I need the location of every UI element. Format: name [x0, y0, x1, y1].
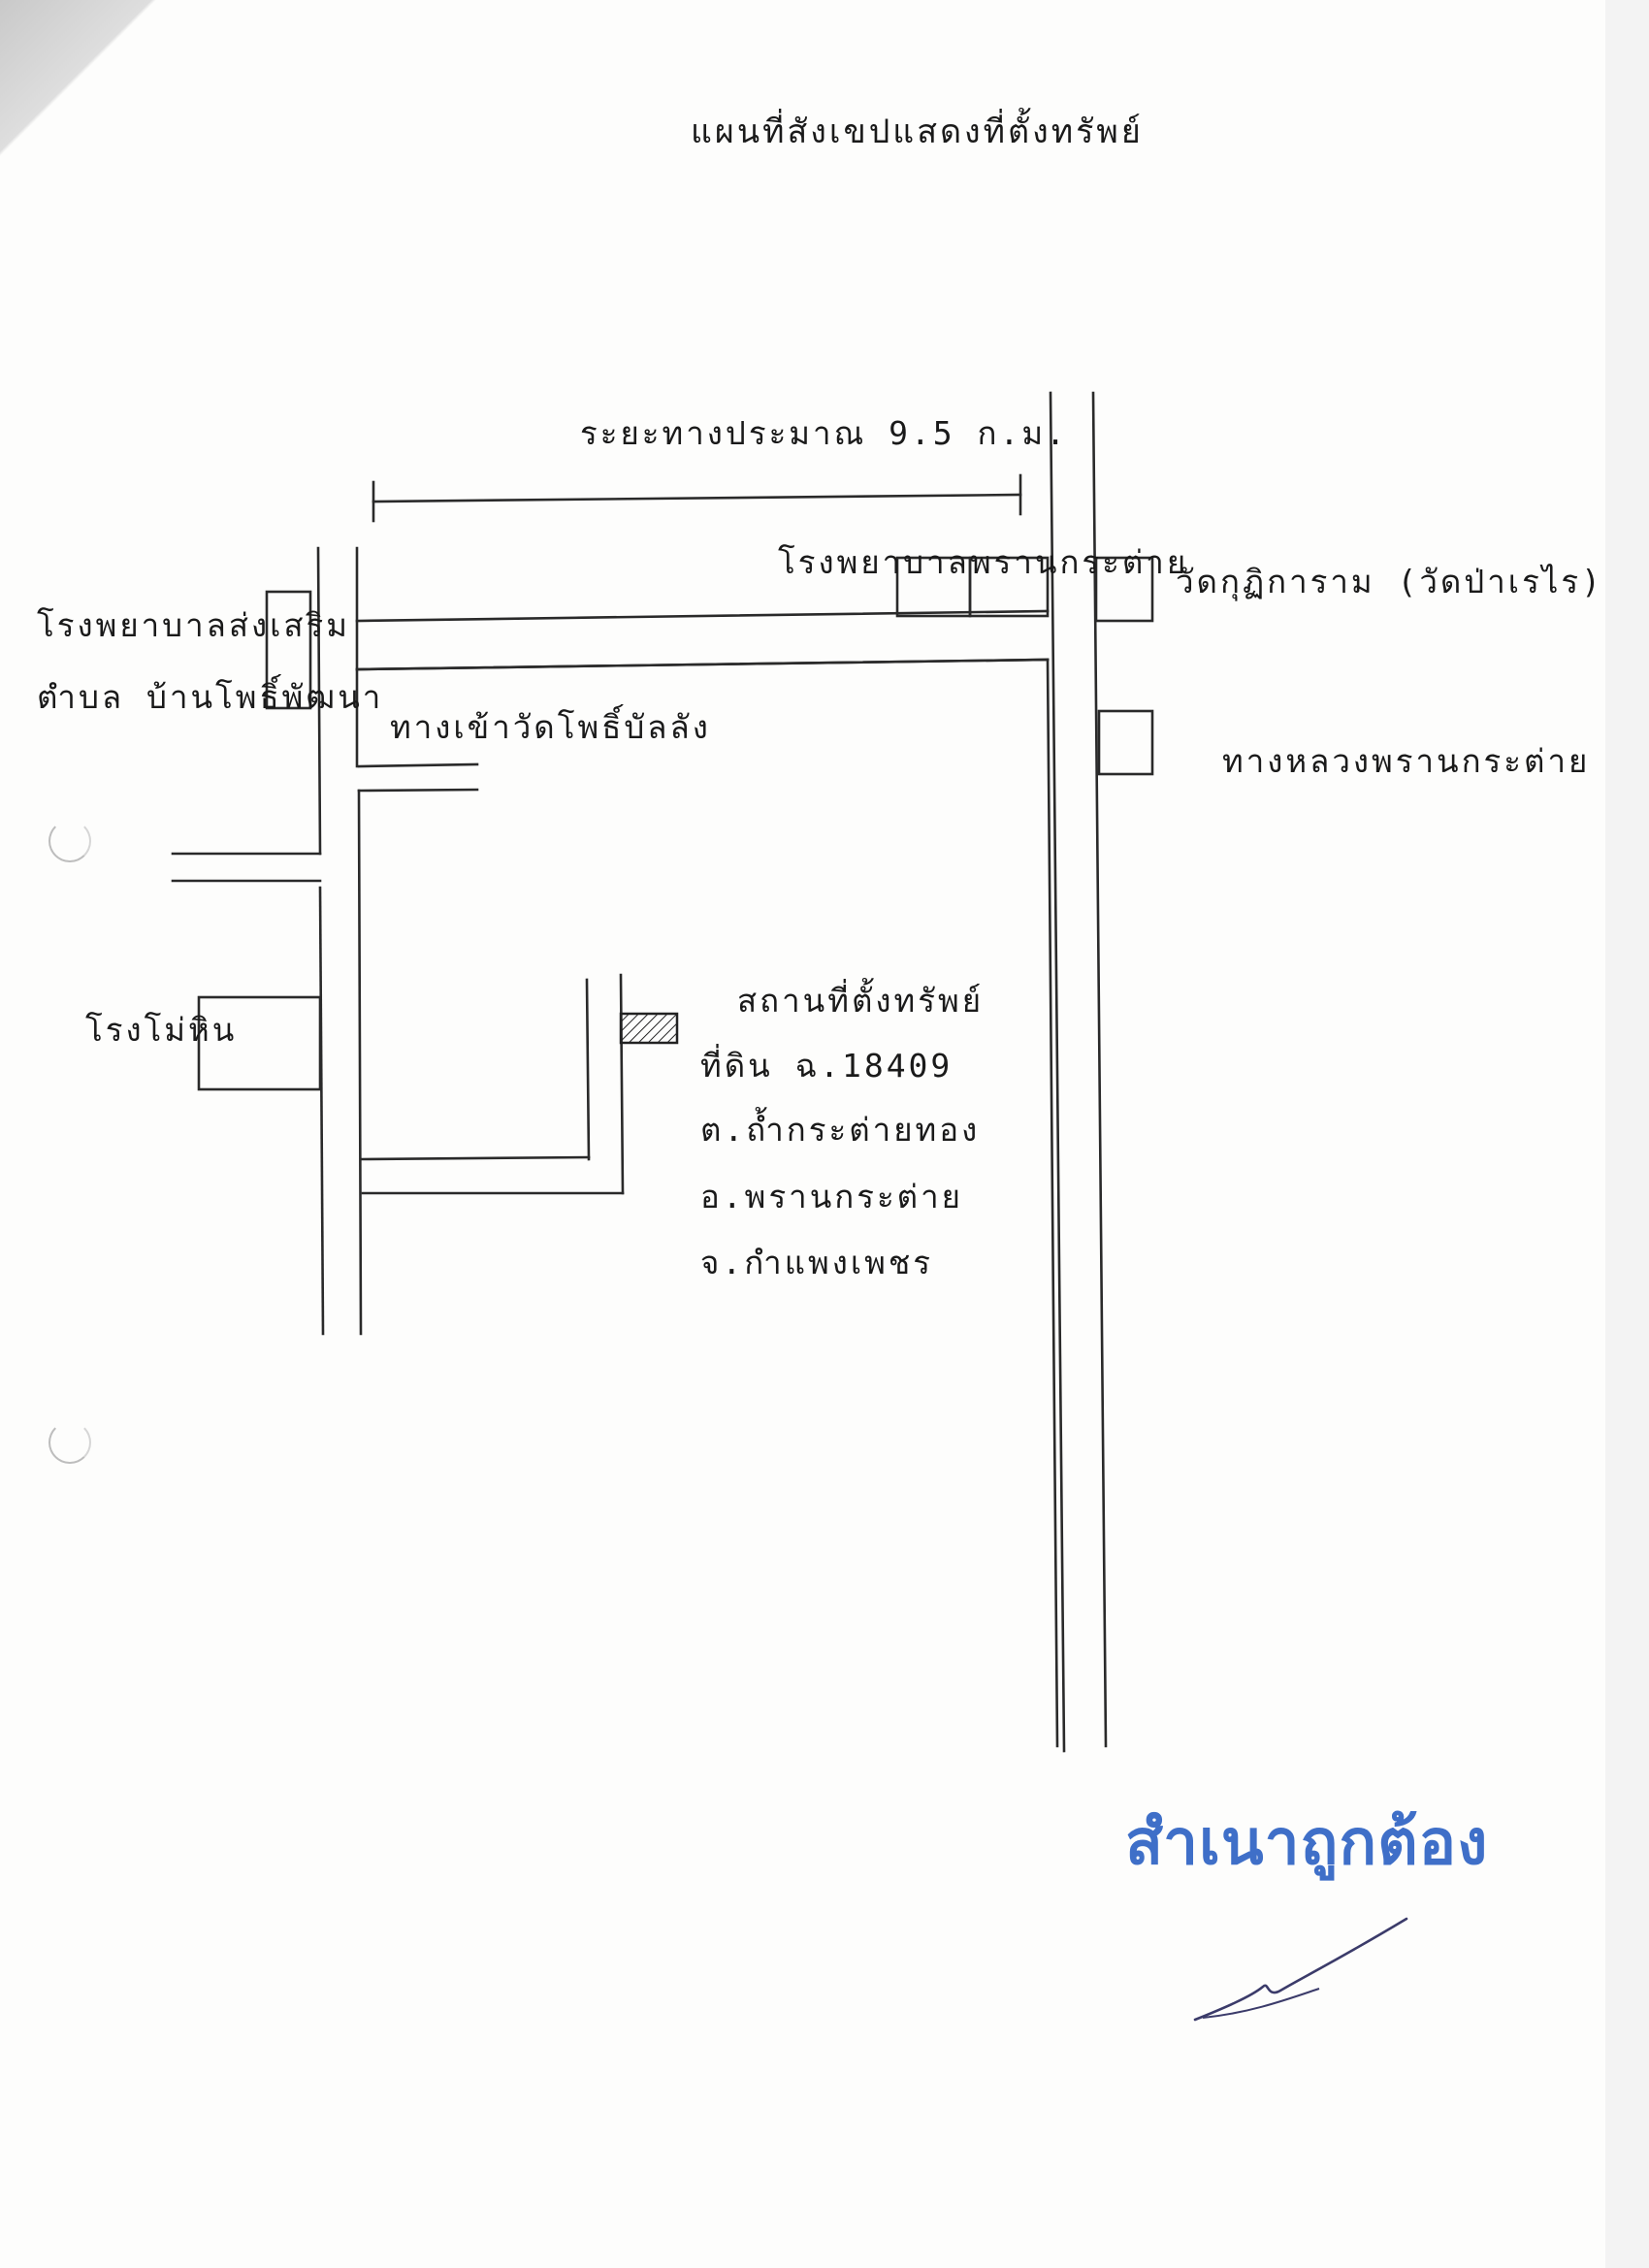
- page-edge: [1605, 0, 1649, 2268]
- property-province: จ.กำแพงเพชร: [700, 1244, 934, 1281]
- signature-tail: [1202, 1988, 1320, 2019]
- property-tambon: ต.ถ้ำกระต่ายทอง: [700, 1111, 981, 1149]
- map-title: แผนที่สังเขปแสดงที่ตั้งทรัพย์: [691, 113, 1144, 151]
- temple-road-label: ทางเข้าวัดโพธิ์บัลลัง: [390, 708, 711, 746]
- property-deed: ที่ดิน ฉ.18409: [700, 1047, 954, 1085]
- hospital-songserm-label: โรงพยาบาลส่งเสริม: [37, 606, 351, 644]
- stone-mill-label: โรงโม่หิน: [85, 1011, 238, 1049]
- hospital-songserm-box: [265, 590, 312, 710]
- upper-road-top-edge: [355, 609, 1050, 623]
- hospital-phrankrathai-label: โรงพยาบาลพรานกระต่าย: [778, 543, 1189, 581]
- temple-road-top: [357, 762, 479, 768]
- certified-copy-stamp: สำเนาถูกต้อง: [1125, 1807, 1489, 1879]
- lane-south-top: [359, 1155, 591, 1161]
- property-marker: [619, 1012, 679, 1045]
- lane-west-edge: [585, 978, 591, 1161]
- signature: [1193, 1917, 1408, 2022]
- highway-left-edge: [1049, 391, 1066, 1753]
- punch-hole: [48, 1421, 91, 1464]
- stone-mill-box: [197, 995, 322, 1091]
- temple-road-bottom: [357, 788, 479, 793]
- temple-box: [1094, 556, 1154, 623]
- left-road-left-edge-lower: [318, 886, 325, 1336]
- subdistrict-label: ตำบล บ้านโพธิ์พัฒนา: [37, 678, 384, 716]
- property-heading: สถานที่ตั้งทรัพย์: [737, 982, 985, 1020]
- property-amphoe: อ.พรานกระต่าย: [700, 1178, 963, 1215]
- block-top-edge: [355, 658, 1050, 671]
- lane-east-edge: [619, 973, 625, 1195]
- highway-label: ทางหลวงพรานกระต่าย: [1222, 742, 1591, 780]
- distance-label: ระยะทางประมาณ 9.5 ก.ม.: [580, 414, 1069, 452]
- temple-label: วัดกุฏิการาม (วัดป่าเรไร): [1176, 563, 1603, 600]
- distance-dimension-line: [372, 493, 1022, 503]
- folded-corner: [0, 0, 252, 252]
- block-east-edge: [1046, 658, 1059, 1748]
- left-road-left-edge: [316, 546, 322, 856]
- highway-box: [1097, 709, 1154, 776]
- left-road-right-edge-lower: [357, 789, 363, 1336]
- punch-hole: [48, 820, 91, 862]
- hospital-phrankrathai-box-b: [968, 556, 1050, 618]
